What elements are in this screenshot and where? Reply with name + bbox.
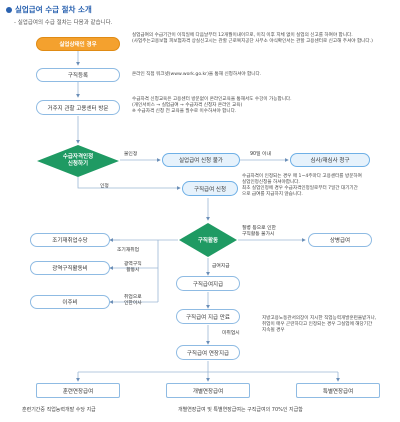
node-review: 심사/재심사 청구: [290, 153, 370, 167]
note-jobseeker-apply: 수급자격이 인정되는 경우 매 1~4주마다 고용센터를 방문하여 실업인정신청…: [242, 174, 362, 197]
node-visit-center: 거주지 관할 고용센터 방문: [36, 100, 120, 115]
page-subtitle: - 실업급여의 수급 절차는 다음과 같습니다.: [14, 20, 113, 26]
label-approved: 인정: [100, 184, 109, 189]
label-wide-search: 광역구직 활동시: [124, 262, 142, 273]
label-early-reemploy: 조기재취업: [117, 248, 140, 253]
note-extension: 지방고용노동관서의장이 지시한 직업능력개발훈련을받거나, 취업이 매우 곤란하…: [262, 316, 377, 333]
node-training-ext: 훈련연장급여: [36, 383, 120, 398]
label-not-allowed: 불인정: [124, 152, 138, 157]
node-job-register: 구직등록: [36, 68, 120, 82]
label-illness-cond: 질병 등으로 인한 구직활동 불가시: [242, 226, 276, 237]
node-eligibility: 수급자격인정 신청하기: [62, 154, 94, 167]
note-training: 훈련기간중 직업능력개발 수당 지급: [22, 407, 96, 413]
note-visit-center: 수급자격 신청교육은 고용센터 방문없이 온라인교육을 통해서도 수강이 가능합…: [132, 97, 292, 114]
node-job-activity: 구직활동: [197, 238, 219, 244]
node-jobseeker-apply: 구직급여 신청: [182, 181, 238, 196]
node-early-reemploy: 조기재취업수당: [30, 233, 110, 247]
job-activity-diamond: [179, 223, 237, 257]
bullet-icon: [6, 7, 12, 13]
note-unemployed: 실업급여의 수급기간이 이직일에 다음날부터 12개월이내이므로, 이직 이후 …: [132, 33, 373, 44]
label-within-90: 90일 이내: [250, 152, 271, 157]
node-illness: 상병급여: [308, 233, 372, 247]
note-job-register: 온라인 직접 워크넷(www.work.go.kr)을 통해 신청하셔야 합니다…: [132, 72, 262, 77]
node-unemployed: 실업상태인 경우: [36, 37, 120, 51]
label-pay: 급여지급: [212, 264, 230, 269]
node-jobseeker-pay: 구직급여지급: [176, 276, 240, 291]
label-moving: 취업으로 인한이사: [124, 295, 142, 306]
node-extension: 구직급여 연장지급: [176, 345, 240, 360]
node-pay-end: 구직급여 지급 만료: [176, 309, 240, 324]
node-special-ext: 특별연장급여: [296, 383, 380, 398]
node-deny-request: 실업급여 신청 불가: [162, 153, 240, 167]
eligibility-diamond: [37, 145, 119, 177]
node-individual-ext: 개별연장급여: [166, 383, 250, 398]
node-wide-search: 광역구직활동비: [30, 261, 110, 275]
page-title: 실업급여 수급 절차 소개: [6, 4, 92, 15]
note-ext: 개별연장급여 및 특별연장급여는 구직급여의 70%인 지급함: [178, 407, 303, 413]
label-pay-end: 미취업시: [222, 331, 240, 336]
node-moving: 이주비: [30, 295, 110, 309]
